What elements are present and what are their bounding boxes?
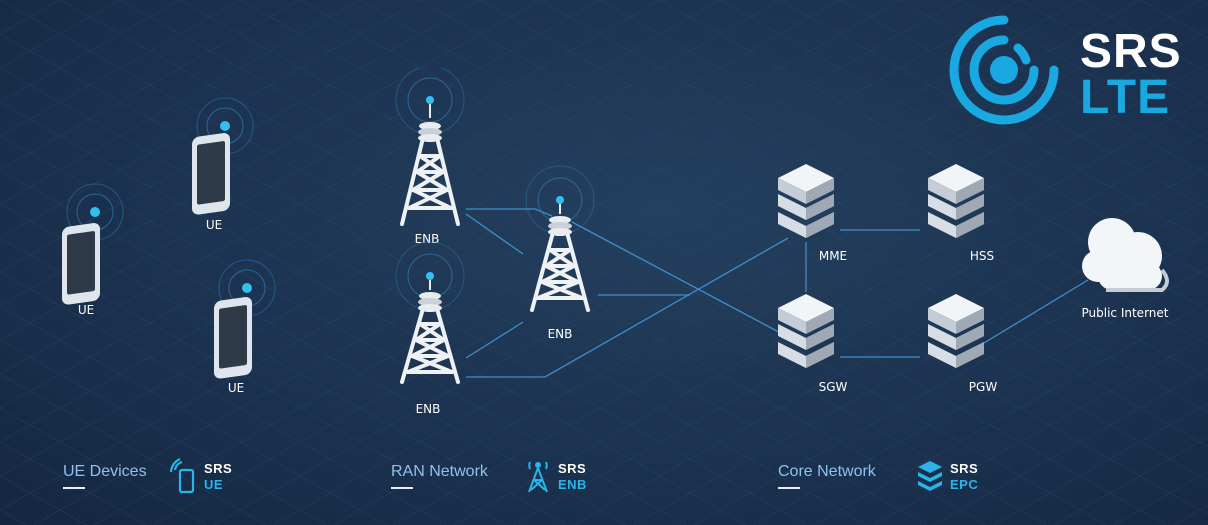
ue-phone-left[interactable] bbox=[58, 180, 128, 309]
badge-text-bottom: EPC bbox=[950, 477, 979, 492]
link-enb-bottom-to-mme bbox=[466, 237, 789, 378]
srs-signal-logo-icon bbox=[949, 15, 1059, 125]
srs-enb-badge: SRS ENB bbox=[524, 458, 594, 494]
pgw-label: PGW bbox=[968, 380, 998, 394]
enb-label-bottom: ENB bbox=[415, 402, 441, 416]
antenna-tower-icon bbox=[395, 65, 465, 226]
link-enb-bottom-to-enb-center bbox=[465, 321, 524, 359]
antenna-tower-icon bbox=[528, 461, 548, 493]
link-enb-top-to-enb-center-lower bbox=[465, 213, 524, 255]
antenna-tower-icon bbox=[525, 165, 595, 312]
server-stack-icon bbox=[928, 164, 984, 238]
ue-phone-bottom[interactable] bbox=[210, 258, 280, 387]
enb-tower-center[interactable] bbox=[520, 160, 600, 324]
badge-text-bottom: UE bbox=[204, 477, 224, 492]
link-pgw-to-internet bbox=[983, 279, 1089, 344]
badge-text-top: SRS bbox=[558, 461, 587, 476]
pgw-server[interactable] bbox=[922, 290, 990, 384]
link-enb-top-to-enb-center bbox=[466, 208, 553, 217]
hss-server[interactable] bbox=[922, 160, 990, 254]
section-title-ran-network: RAN Network bbox=[391, 463, 488, 480]
enb-label-center: ENB bbox=[547, 327, 573, 341]
section-underline bbox=[63, 487, 85, 489]
enb-label-top: ENB bbox=[414, 232, 440, 246]
badge-text-bottom: ENB bbox=[558, 477, 587, 492]
cloud-icon bbox=[1082, 218, 1169, 292]
section-title-core-network: Core Network bbox=[778, 463, 876, 480]
phone-signal-icon bbox=[169, 457, 195, 494]
badge-text-top: SRS bbox=[950, 461, 979, 476]
phone-icon bbox=[214, 259, 276, 379]
ue-label-bottom: UE bbox=[227, 381, 245, 395]
srs-lte-logo: SRS LTE bbox=[944, 12, 1194, 134]
sgw-label: SGW bbox=[818, 380, 848, 394]
server-stack-icon bbox=[918, 461, 942, 491]
sgw-server[interactable] bbox=[772, 290, 840, 384]
badge-text-top: SRS bbox=[204, 461, 233, 476]
srs-ue-badge: SRS UE bbox=[169, 457, 240, 494]
enb-tower-top[interactable] bbox=[390, 65, 470, 232]
mme-label: MME bbox=[818, 249, 848, 263]
phone-icon bbox=[192, 97, 254, 215]
antenna-tower-icon bbox=[395, 241, 465, 384]
section-underline bbox=[391, 487, 413, 489]
server-stack-icon bbox=[778, 294, 834, 368]
srs-epc-badge: SRS EPC bbox=[916, 458, 986, 494]
internet-label: Public Internet bbox=[1081, 306, 1169, 320]
section-title-ue-devices: UE Devices bbox=[63, 463, 147, 480]
logo-text-lte: LTE bbox=[1080, 71, 1171, 124]
ue-label-left: UE bbox=[77, 303, 95, 317]
section-underline bbox=[778, 487, 800, 489]
ue-label-top: UE bbox=[205, 218, 223, 232]
mme-server[interactable] bbox=[772, 160, 840, 254]
ue-phone-top[interactable] bbox=[188, 94, 258, 223]
link-enb-center-to-sgw bbox=[571, 221, 791, 339]
hss-label: HSS bbox=[969, 249, 995, 263]
logo-text-srs: SRS bbox=[1080, 25, 1182, 78]
public-internet-cloud[interactable] bbox=[1076, 212, 1176, 306]
phone-icon bbox=[62, 183, 124, 305]
server-stack-icon bbox=[778, 164, 834, 238]
enb-tower-bottom[interactable] bbox=[390, 226, 470, 390]
server-stack-icon bbox=[928, 294, 984, 368]
